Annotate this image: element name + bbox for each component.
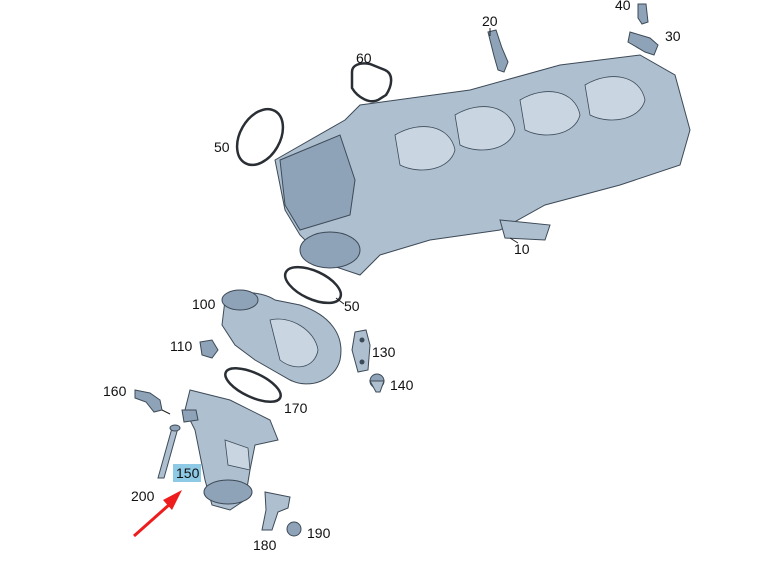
sensor-30[interactable] xyxy=(627,31,659,56)
red-pointer-arrow xyxy=(133,490,182,538)
label-40: 40 xyxy=(615,0,631,13)
sensor-180[interactable] xyxy=(261,491,291,531)
label-110: 110 xyxy=(170,338,193,354)
label-130: 130 xyxy=(372,344,396,360)
screw-190[interactable] xyxy=(286,521,302,537)
label-50-lower: 50 xyxy=(344,298,360,314)
bolt-200[interactable] xyxy=(157,424,181,479)
label-150: 150 xyxy=(176,465,200,481)
label-60: 60 xyxy=(356,50,372,66)
throttle-body-100[interactable] xyxy=(221,289,342,385)
seal-ring-50-lower[interactable] xyxy=(280,260,346,311)
label-180: 180 xyxy=(253,537,277,553)
label-10: 10 xyxy=(514,241,530,257)
label-20: 20 xyxy=(482,13,498,29)
bracket-130[interactable] xyxy=(351,329,371,373)
highlight-box-150 xyxy=(173,464,201,482)
label-200: 200 xyxy=(131,488,155,504)
label-140: 140 xyxy=(390,377,414,393)
sensor-40[interactable] xyxy=(637,3,649,25)
bolt-140[interactable] xyxy=(369,373,385,393)
sensor-20[interactable] xyxy=(487,28,509,73)
intake-pipe-150[interactable] xyxy=(181,389,279,511)
label-50-upper: 50 xyxy=(214,139,230,155)
label-160: 160 xyxy=(103,383,127,399)
seal-ring-170[interactable] xyxy=(221,361,286,408)
intake-manifold[interactable] xyxy=(274,54,691,276)
sensor-160[interactable] xyxy=(134,389,171,415)
clip-110[interactable] xyxy=(199,339,219,359)
gasket-60[interactable] xyxy=(350,62,393,103)
seal-ring-50-upper[interactable] xyxy=(228,101,293,173)
label-100: 100 xyxy=(192,296,216,312)
label-170: 170 xyxy=(284,400,308,416)
label-190: 190 xyxy=(307,525,331,541)
label-30: 30 xyxy=(665,28,681,44)
